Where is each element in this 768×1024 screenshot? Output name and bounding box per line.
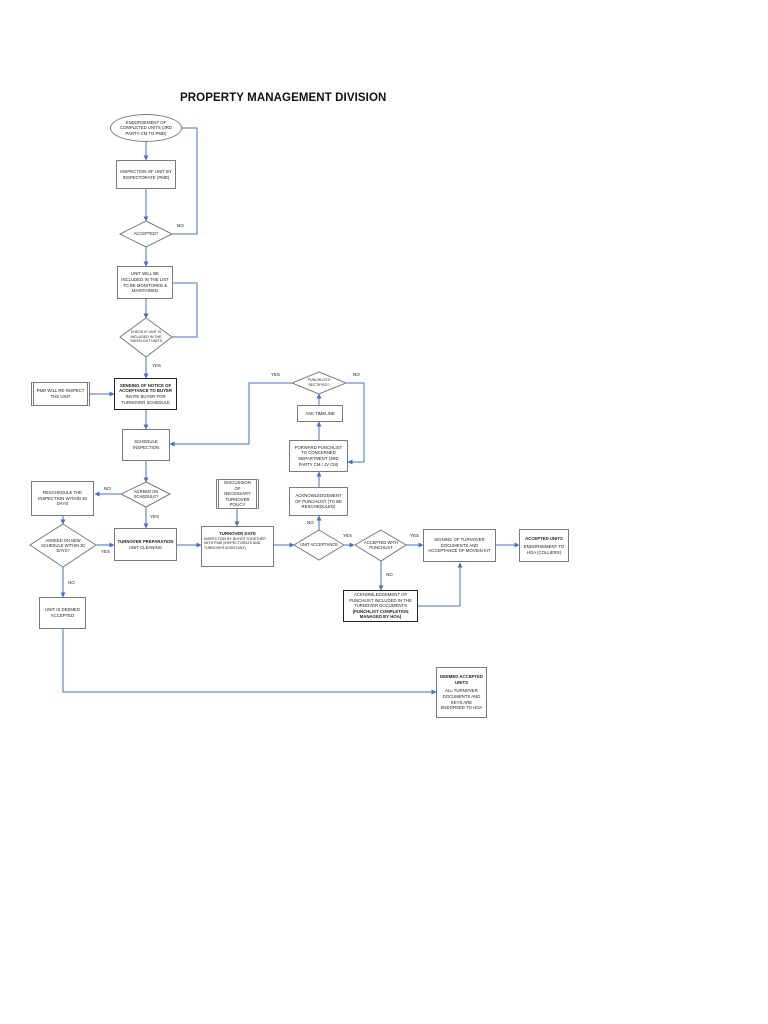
ask-timeline-text: ASK TIMELINE	[305, 410, 335, 416]
ack-turnover-docs-text: ACKNOWLEDGEMENT OF PUNCHLIST INCLUDED IN…	[349, 592, 412, 609]
notice-rest-text: INVITE BUYER FOR TURNOVER SCHEDULE	[121, 394, 170, 405]
label-yes-check: YES	[152, 363, 162, 368]
accepted-punchlist-diamond	[354, 529, 407, 562]
accepted-units-node: ACCEPTED UNITS ENDORSEMENT TO HOA (COLLI…	[519, 529, 569, 562]
label-no-agreednew: NO	[68, 580, 75, 585]
ack-turnover-docs-node: ACKNOWLEDGEMENT OF PUNCHLIST INCLUDED IN…	[343, 590, 418, 622]
ask-timeline-node: ASK TIMELINE	[297, 405, 343, 422]
schedule-inspection-node: SCHEDULE INSPECTION	[122, 429, 170, 461]
label-yes-accwith: YES	[410, 533, 420, 538]
inspection-node: INSPECTION OF UNIT BY INSPECTORATE (PMD)	[116, 160, 176, 189]
reinspect-node: PMD WILL RE-INSPECT THE UNIT	[31, 382, 90, 406]
label-no-agreed: NO	[104, 486, 111, 491]
arrow-deemed-to-hoa	[62, 629, 437, 695]
deemed-accepted-text: UNIT IS DEEMED ACCEPTED	[45, 607, 80, 618]
check-list-text: CHECK IF UNIT IS INCLUDED IN THE TAKEN-O…	[129, 329, 163, 344]
monitored-node: UNIT WILL BE INCLUDED IN THE LIST TO BE …	[117, 266, 173, 299]
turnover-prep-rest: UNIT CLEANING	[128, 544, 163, 550]
schedule-inspection-text: SCHEDULE INSPECTION	[132, 439, 160, 450]
signing-text: SIGNING OF TURNOVER DOCUMENTS AND ACCEPT…	[428, 537, 491, 554]
accepted-units-rest: ENDORSEMENT TO HOA (COLLIERS)	[523, 544, 565, 555]
ack-punchlist-node: ACKNOWLEDGEMENT OF PUNCHLIST (TO BE RESC…	[289, 487, 348, 516]
turnover-date-node: TURNOVER DATE INSPECTION BY BUYER TOGETH…	[201, 526, 274, 567]
notice-node: SENDING OF NOTICE OF ACCEPTANCE TO BUYER…	[114, 378, 177, 410]
arrow-ackdocs-to-signing	[418, 562, 463, 607]
arrow-accepted-no-loop	[172, 125, 198, 235]
agreed-schedule-diamond	[119, 481, 172, 508]
turnover-date-rest: INSPECTION BY BUYER TOGETHER WITH PMD (I…	[204, 536, 266, 550]
ack-turnover-docs-bold: (PUNCHLIST COMPLETION MANAGED BY HOA)	[352, 608, 409, 620]
turnover-date-bold: TURNOVER DATE	[219, 531, 256, 536]
notice-bold-text: SENDING OF NOTICE OF ACCEPTANCE TO BUYER	[119, 382, 172, 394]
reschedule-node: RESCHEDULE THE INSPECTION WITHIN 30 DAYS	[31, 481, 94, 516]
check-list-diamond	[119, 317, 173, 358]
rectified-text: PUNCHLISTS RECTIFIED?	[307, 378, 331, 387]
agreed-new-diamond	[29, 523, 97, 568]
endorsement-text: ENDORSEMENT OF COMPLETED UNITS (3RD PART…	[119, 119, 173, 136]
label-yes-agreednew: YES	[101, 549, 111, 554]
signing-node: SIGNING OF TURNOVER DOCUMENTS AND ACCEPT…	[423, 529, 496, 562]
label-no-acceptance: NO	[307, 520, 314, 525]
rectified-diamond	[290, 371, 348, 395]
arrow-rectified-yes-schedule	[169, 382, 292, 447]
unit-acceptance-diamond	[293, 529, 345, 561]
endorsement-node: ENDORSEMENT OF COMPLETED UNITS (3RD PART…	[110, 114, 182, 142]
accepted-diamond	[118, 220, 174, 248]
accepted-units-bold: ACCEPTED UNITS	[525, 535, 563, 541]
monitored-text: UNIT WILL BE INCLUDED IN THE LIST TO BE …	[121, 271, 169, 294]
turnover-prep-node: TURNOVER PREPARATION UNIT CLEANING	[114, 528, 177, 561]
deemed-units-node: DEEMED ACCEPTED UNITS ALL TURNOVER DOCUM…	[436, 667, 487, 718]
discussion-text: DISCUSSION OF NECESSARY TURNOVER POLICY	[224, 480, 251, 508]
label-yes-rectified: YES	[271, 372, 281, 377]
discussion-node: DISCUSSION OF NECESSARY TURNOVER POLICY	[216, 479, 259, 509]
accepted-text: ACCEPTED?	[133, 231, 159, 237]
turnover-prep-bold: TURNOVER PREPARATION	[117, 538, 174, 544]
accepted-punchlist-text: ACCEPTED WITH PUNCHLIST	[364, 539, 398, 550]
label-no-accepted: NO	[177, 223, 184, 228]
deemed-accepted-node: UNIT IS DEEMED ACCEPTED	[39, 597, 86, 629]
reschedule-text: RESCHEDULE THE INSPECTION WITHIN 30 DAYS	[38, 490, 87, 507]
reinspect-text: PMD WILL RE-INSPECT THE UNIT	[36, 388, 85, 399]
deemed-units-rest: ALL TURNOVER DOCUMENTS AND KEYS ARE ENDO…	[440, 688, 483, 711]
forward-punchlist-node: FORWARD PUNCHLIST TO CONCERNED DEPARTMEN…	[289, 440, 348, 472]
arrow-monitored-loop	[172, 282, 198, 338]
inspection-text: INSPECTION OF UNIT BY INSPECTORATE (PMD)	[120, 168, 172, 180]
forward-punchlist-text: FORWARD PUNCHLIST TO CONCERNED DEPARTMEN…	[294, 444, 343, 467]
agreed-schedule-text: AGREED ON SCHEDULE?	[133, 488, 159, 499]
deemed-units-bold: DEEMED ACCEPTED UNITS	[439, 674, 484, 685]
arrow-rectified-no-forward	[346, 382, 365, 465]
ack-punchlist-text: ACKNOWLEDGEMENT OF PUNCHLIST (TO BE RESC…	[295, 493, 342, 510]
unit-acceptance-text: UNIT ACCEPTANCE	[299, 542, 339, 548]
page-title: PROPERTY MANAGEMENT DIVISION	[180, 92, 387, 104]
label-no-accwith: NO	[386, 572, 393, 577]
agreed-new-text: AGREED ON NEW SCHEDULE WITHIN 30 DAYS?	[41, 537, 85, 554]
label-no-rectified: NO	[353, 372, 360, 377]
label-yes-agreed: YES	[150, 514, 160, 519]
label-yes-acceptance: YES	[343, 533, 353, 538]
